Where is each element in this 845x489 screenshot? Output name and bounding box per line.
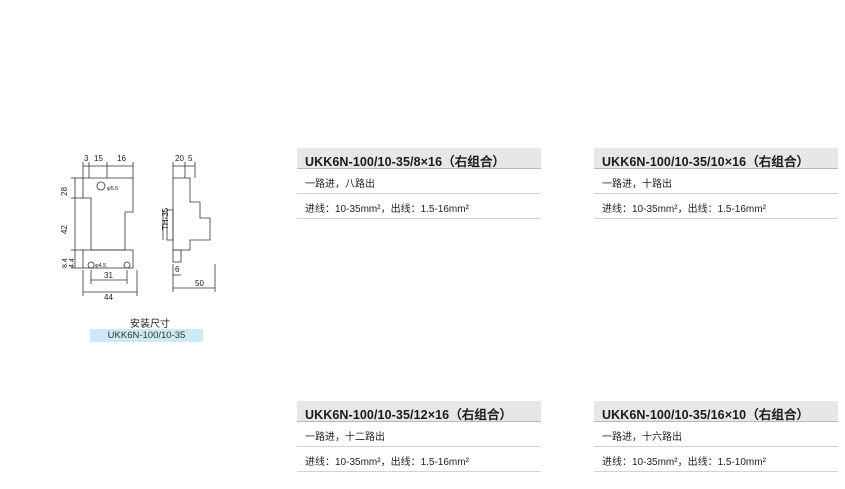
- product-spec-line2: 进线：10-35mm²，出线：1.5-16mm²: [305, 204, 469, 215]
- product-title: UKK6N-100/10-35/8×16（右组合）: [305, 155, 506, 169]
- product-spec-row: 进线：10-35mm²，出线：1.5-16mm²: [297, 449, 541, 472]
- svg-text:TH-35: TH-35: [161, 207, 170, 230]
- product-spec-row: 进线：10-35mm²，出线：1.5-10mm²: [594, 449, 838, 472]
- svg-text:6: 6: [175, 265, 180, 274]
- product-spec-line1: 一路进，十路出: [602, 179, 672, 190]
- product-spec-row: 进线：10-35mm²，出线：1.5-16mm²: [297, 196, 541, 219]
- svg-text:4.4: 4.4: [69, 258, 76, 268]
- svg-text:16: 16: [117, 154, 126, 163]
- mount-hole-right: [123, 261, 131, 269]
- product-spec-row: 进线：10-35mm²，出线：1.5-16mm²: [594, 196, 838, 219]
- svg-text:3: 3: [84, 154, 89, 163]
- svg-text:15: 15: [94, 154, 103, 163]
- dimension-drawing-svg: 3 15 16 20 5 28 42 8.4 4.4 31 44 6 50 TH…: [60, 154, 216, 300]
- svg-text:φ5.5: φ5.5: [107, 186, 118, 192]
- mount-hole-top: [96, 181, 106, 191]
- svg-text:8.4: 8.4: [62, 258, 69, 268]
- installation-model-label: UKK6N-100/10-35: [90, 329, 203, 342]
- svg-text:44: 44: [104, 293, 113, 300]
- product-spec-line1: 一路进，十六路出: [602, 432, 682, 443]
- product-spec-row: 一路进，八路出: [297, 171, 541, 194]
- installation-caption: 安装尺寸: [130, 319, 170, 330]
- installation-drawing: 3 15 16 20 5 28 42 8.4 4.4 31 44 6 50 TH…: [55, 150, 235, 300]
- product-title-bar: UKK6N-100/10-35/8×16（右组合）: [297, 148, 541, 169]
- product-title: UKK6N-100/10-35/16×10（右组合）: [602, 408, 810, 422]
- product-spec-line2: 进线：10-35mm²，出线：1.5-16mm²: [602, 204, 766, 215]
- product-spec-line2: 进线：10-35mm²，出线：1.5-10mm²: [602, 457, 766, 468]
- svg-text:31: 31: [104, 271, 113, 280]
- product-title-bar: UKK6N-100/10-35/10×16（右组合）: [594, 148, 838, 169]
- product-spec-row: 一路进，十路出: [594, 171, 838, 194]
- product-spec-line1: 一路进，十二路出: [305, 432, 385, 443]
- svg-text:5: 5: [188, 154, 193, 163]
- product-title-bar: UKK6N-100/10-35/12×16（右组合）: [297, 401, 541, 422]
- din-rail-clip: [166, 209, 174, 241]
- mount-hole-left: [87, 261, 95, 269]
- product-spec-row: 一路进，十二路出: [297, 424, 541, 447]
- product-spec-line1: 一路进，八路出: [305, 179, 375, 190]
- product-title: UKK6N-100/10-35/12×16（右组合）: [305, 408, 513, 422]
- side-foot: [172, 249, 182, 263]
- product-spec-line2: 进线：10-35mm²，出线：1.5-16mm²: [305, 457, 469, 468]
- svg-text:42: 42: [60, 225, 69, 234]
- svg-text:20: 20: [175, 154, 184, 163]
- svg-text:50: 50: [195, 279, 204, 288]
- product-title-bar: UKK6N-100/10-35/16×10（右组合）: [594, 401, 838, 422]
- svg-text:φ4.5: φ4.5: [95, 263, 106, 269]
- product-spec-row: 一路进，十六路出: [594, 424, 838, 447]
- side-view-outline: [172, 177, 211, 251]
- front-base-outline: [82, 249, 134, 269]
- product-title: UKK6N-100/10-35/10×16（右组合）: [602, 155, 810, 169]
- svg-text:28: 28: [60, 187, 69, 196]
